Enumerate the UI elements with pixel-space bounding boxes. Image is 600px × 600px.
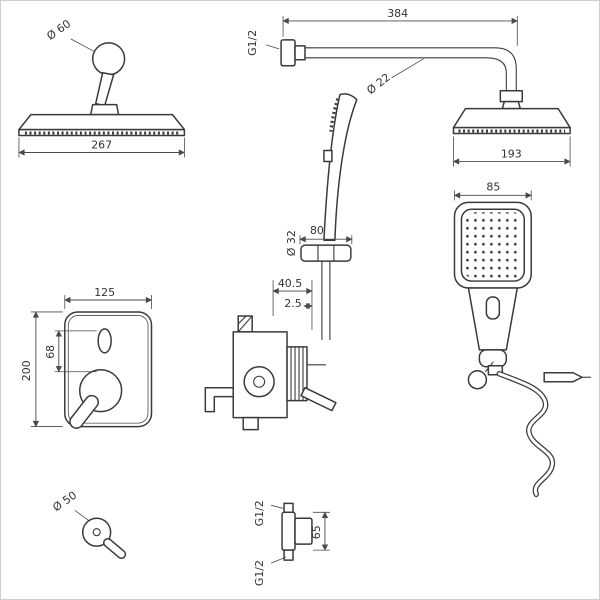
spray-face-dots [464, 212, 522, 279]
shower-arm-view: G1/2 384 Ø 22 [246, 7, 524, 103]
holder-knob [467, 370, 488, 390]
leader-line-22 [391, 58, 424, 79]
rain-shower-front-view: 193 [452, 100, 571, 167]
handle-grip-end [478, 349, 508, 368]
outlet-nipple-bottom [283, 549, 294, 561]
arm-pipe-outer [304, 47, 517, 91]
arm-connector [89, 103, 120, 116]
handle-side-view: Ø 50 [50, 489, 127, 560]
leader-line-g12-bottom [270, 556, 287, 564]
handle-lever [69, 394, 99, 429]
outlet-height-label: 65 [310, 525, 323, 539]
head-width-label: 85 [486, 180, 500, 193]
wall-flange-circle [91, 42, 126, 76]
stem-hatch [237, 315, 247, 325]
hand-shower-front-view: 85 [453, 180, 592, 498]
leader-line-50 [74, 509, 90, 522]
arm-thread-label: G1/2 [246, 30, 259, 56]
bracket-width-label: 80 [310, 224, 324, 237]
mode-button [485, 296, 501, 320]
wall-outlet-view: G1/2 65 G1/2 [253, 500, 330, 586]
plate-height-label: 200 [20, 360, 33, 381]
bracket-diameter-label: Ø 32 [285, 230, 298, 256]
slider-bracket [300, 244, 352, 262]
pipe-diameter-label: Ø 22 [364, 71, 393, 97]
stem-hatch [237, 315, 253, 333]
flange-diameter-label: Ø 60 [44, 17, 73, 43]
gap-label: 2.5 [284, 297, 301, 310]
outlet-body [294, 517, 313, 545]
head-width-label: 267 [91, 139, 112, 152]
handle-side-lever [102, 538, 127, 560]
handle-base-circle [81, 517, 112, 547]
head-connector [501, 100, 522, 110]
mixer-trim-plate-view: 125 68 200 [20, 286, 153, 429]
leader-line-g12-top [270, 504, 284, 509]
spray-face [18, 128, 186, 137]
diverter-slot [97, 328, 112, 354]
pipe-nut [499, 89, 524, 103]
hose-nut [487, 365, 504, 376]
arm-pipe-inner [304, 57, 507, 91]
spacing-label: 68 [44, 345, 57, 359]
arm-flange-neck [294, 45, 306, 61]
handle-center-dot [92, 528, 101, 537]
offset-label: 40.5 [278, 277, 302, 290]
outlet-flange [281, 511, 296, 551]
plate-width-label: 125 [94, 286, 115, 299]
head-body [452, 107, 571, 129]
valve-port-center [253, 375, 266, 388]
mixer-valve-body [204, 315, 337, 431]
valve-port-circle [243, 366, 275, 398]
diverter-lever [300, 386, 337, 412]
wand-clip [323, 149, 333, 163]
shower-head-profile [18, 113, 186, 131]
outlet-thread-top-label: G1/2 [253, 500, 266, 526]
head-width-label: 193 [501, 147, 522, 160]
outlet-thread-bottom-label: G1/2 [253, 560, 266, 586]
hand-shower-side-view: 80 Ø 32 40.5 2.5 [272, 93, 358, 340]
shower-arm [94, 72, 115, 107]
cartridge-body [286, 346, 308, 402]
leader-line-60 [70, 38, 97, 54]
hand-shower-wand [323, 93, 358, 241]
diverter-pin [543, 372, 583, 383]
arm-length-label: 384 [387, 7, 408, 20]
spray-face [452, 126, 571, 135]
leader-line-g12 [265, 44, 280, 50]
rain-shower-side-view: Ø 60 267 [18, 17, 186, 158]
shower-hose-highlight [497, 372, 554, 496]
arm-wall-flange [280, 39, 296, 67]
trim-plate-inner-edge [67, 315, 149, 424]
outlet-stub [242, 416, 259, 431]
inlet-pipe [204, 386, 234, 413]
